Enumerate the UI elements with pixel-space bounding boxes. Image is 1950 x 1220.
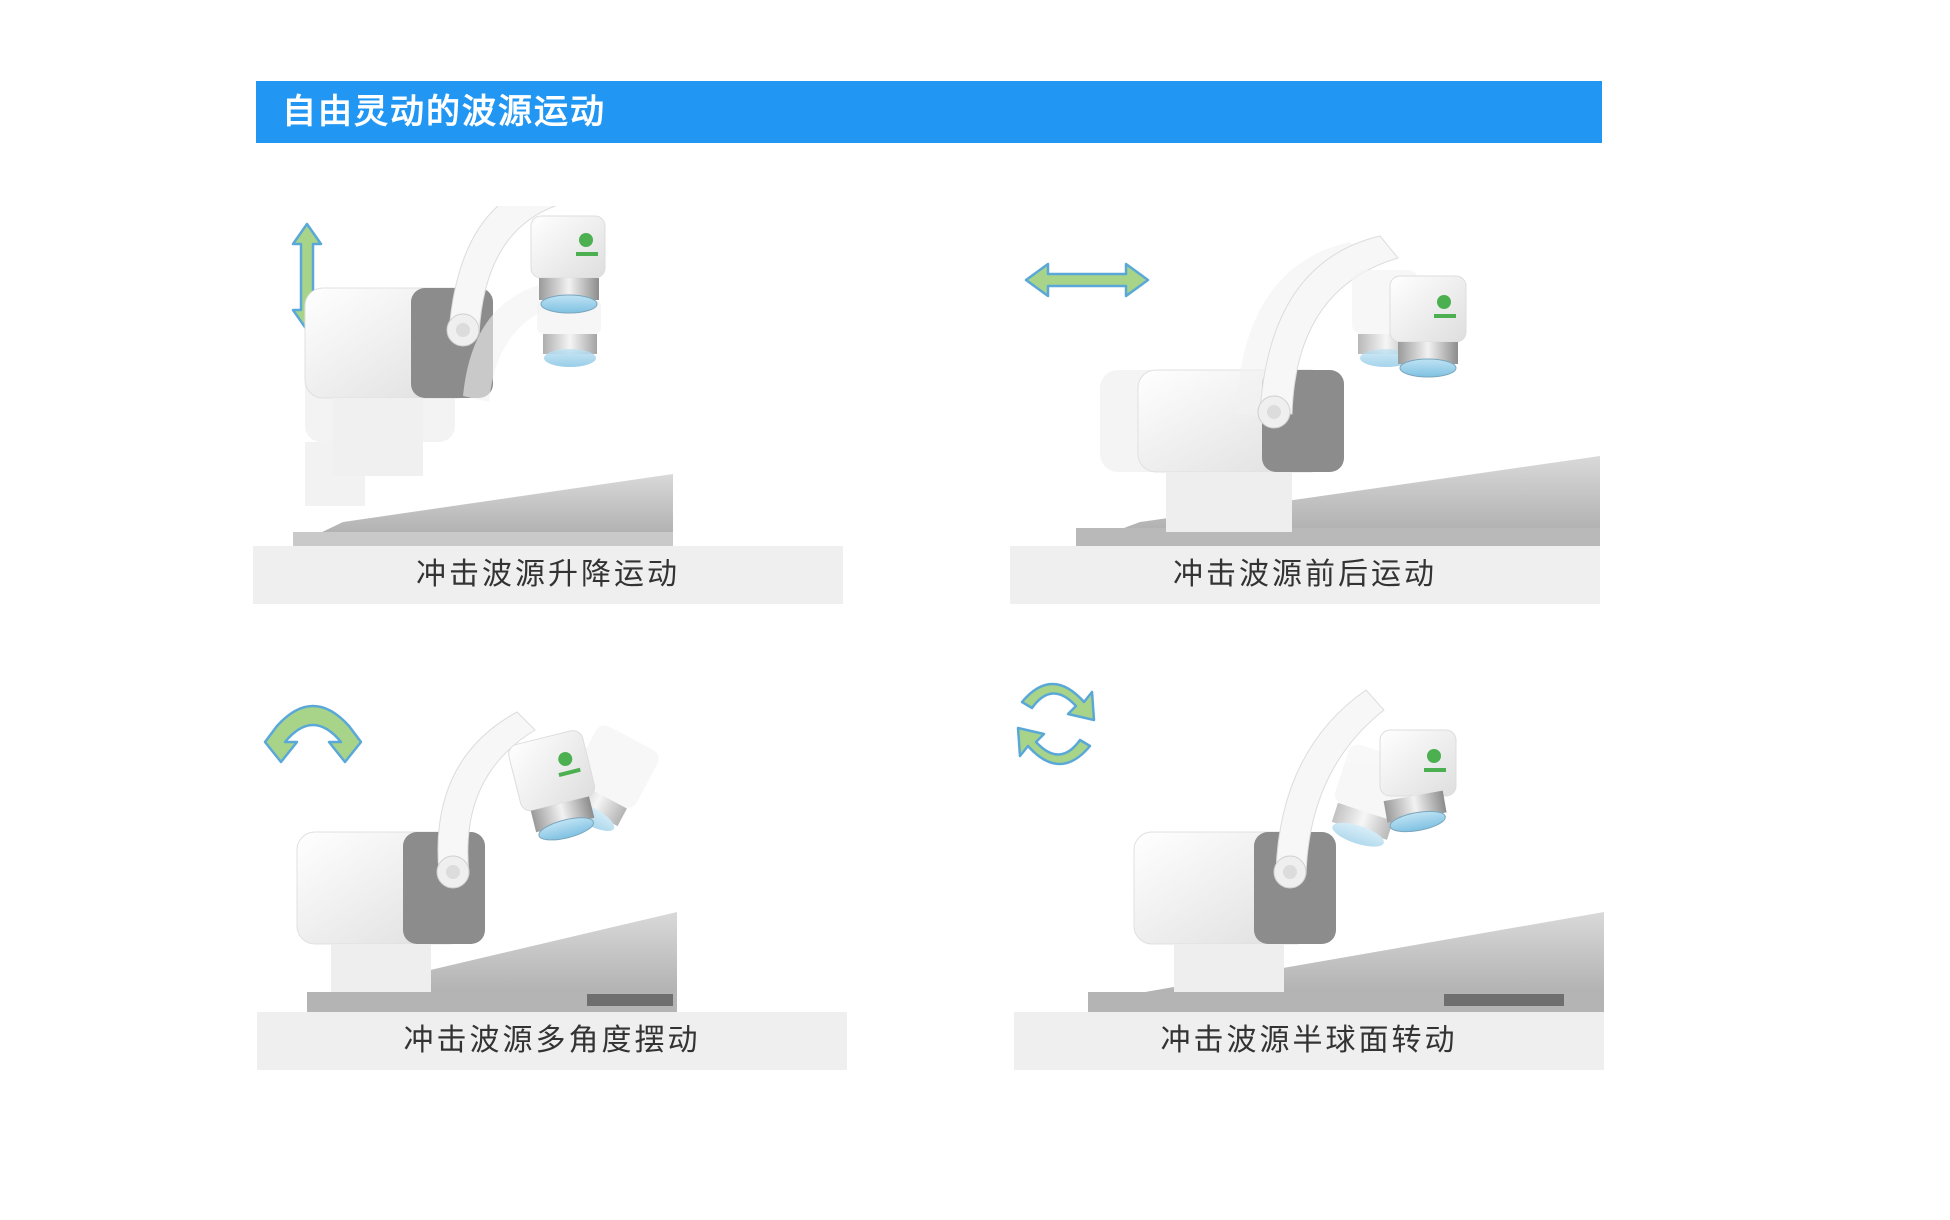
- lithotripter-rotate-illustration: [1016, 682, 1604, 1012]
- panel-caption: 冲击波源半球面转动: [1014, 1012, 1604, 1070]
- section-title: 自由灵动的波源运动: [282, 92, 606, 132]
- lithotripter-swing-illustration: [263, 704, 677, 1012]
- panel-caption: 冲击波源前后运动: [1010, 546, 1600, 604]
- lithotripter-translate-illustration: [1024, 235, 1600, 546]
- panel-caption: 冲击波源升降运动: [253, 546, 843, 604]
- lithotripter-lift-illustration: [291, 206, 673, 546]
- horizontal-double-arrow-icon: [1024, 262, 1150, 298]
- section-header-bar: 自由灵动的波源运动: [256, 81, 1602, 143]
- panel-caption: 冲击波源多角度摆动: [257, 1012, 847, 1070]
- circular-rotate-arrows-icon: [1016, 682, 1096, 766]
- arc-swing-arrow-icon: [263, 704, 363, 764]
